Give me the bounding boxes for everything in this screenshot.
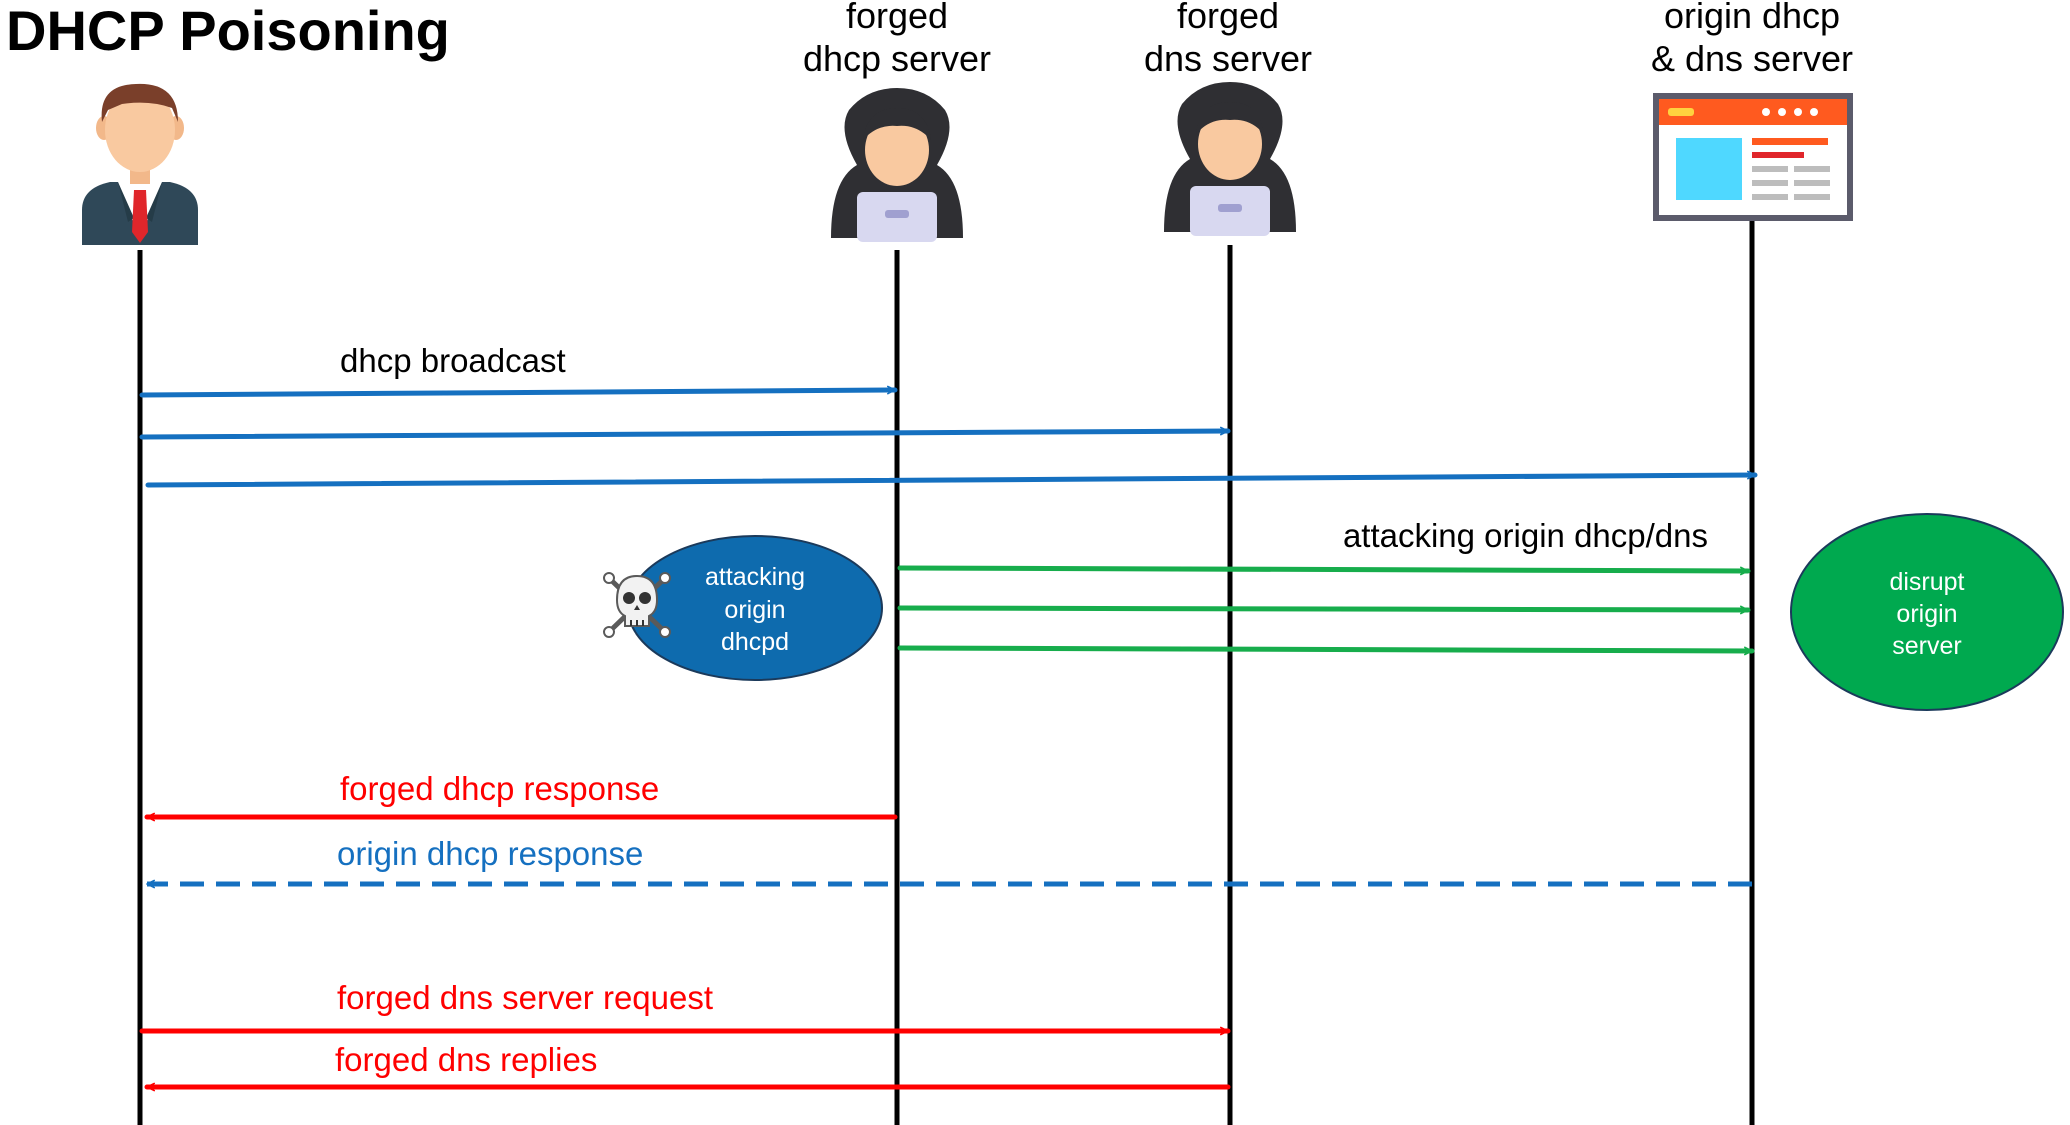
forged-dhcp-label-line2: dhcp server [803,38,991,79]
disrupt-bubble-line3: server [1892,632,1961,660]
hooded-hacker-icon [831,88,963,242]
message-arrow [897,565,1751,576]
diagram-title: DHCP Poisoning [6,0,450,62]
forged-dhcp-label-line1: forged [846,0,948,36]
message-label: attacking origin dhcp/dns [1343,517,1708,554]
forged-dns-label-line1: forged [1177,0,1279,36]
messages [139,385,1758,1092]
disrupt-bubble-line1: disrupt [1889,568,1964,596]
disrupt-bubble-line2: origin [1896,600,1957,628]
message-arrow [897,605,1751,615]
message-label: forged dhcp response [340,770,659,807]
businessman-icon [82,83,198,245]
message-label: forged dns replies [335,1041,597,1078]
message-arrow [145,470,1758,488]
origin-label-line1: origin dhcp [1664,0,1840,36]
attack-bubble: attacking origin dhcpd [627,535,883,681]
message-label: dhcp broadcast [340,342,566,379]
attack-bubble-line1: attacking [705,563,805,591]
skull-crossbones-icon [603,572,671,638]
message-arrow [139,426,1231,440]
attack-bubble-line3: dhcpd [721,628,789,656]
hooded-hacker-icon [1164,82,1296,236]
forged-dns-label-line2: dns server [1144,38,1312,79]
message-label: forged dns server request [337,979,713,1016]
browser-window-icon [1653,93,1853,221]
actor-labels: forged dhcp server forged dns server ori… [803,0,1853,79]
lifelines [137,220,1755,1125]
disrupt-bubble: disrupt origin server [1790,513,2064,711]
message-labels: dhcp broadcast attacking origin dhcp/dns… [335,342,1708,1078]
origin-label-line2: & dns server [1651,38,1853,79]
message-arrow [897,645,1755,656]
message-label: origin dhcp response [337,835,643,872]
attack-bubble-line2: origin [724,596,785,624]
message-arrow [139,385,898,398]
